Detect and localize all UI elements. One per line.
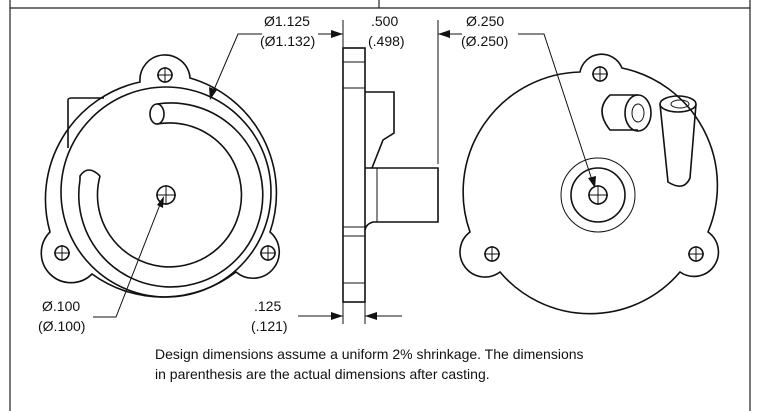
center-hole-icon <box>156 185 176 205</box>
front-view <box>40 33 280 318</box>
isometric-view <box>459 33 720 315</box>
bolt-hole-icon <box>688 246 704 262</box>
bolt-hole-icon <box>157 67 173 83</box>
bolt-hole-icon <box>260 245 276 261</box>
bolt-hole-icon <box>484 246 500 262</box>
note-line-2: in parenthesis are the actual dimensions… <box>155 366 490 382</box>
center-hole-icon <box>588 185 608 205</box>
hole-diameter-actual: (Ø.250) <box>461 33 508 49</box>
note-line-1: Design dimensions assume a uniform 2% sh… <box>155 346 584 362</box>
small-hole-actual: (Ø.100) <box>38 318 85 334</box>
width-actual: (.498) <box>368 33 405 49</box>
flange-thickness-actual: (.121) <box>251 318 288 334</box>
outer-diameter-design: Ø1.125 <box>264 13 310 29</box>
flange-thickness-design: .125 <box>254 298 281 314</box>
drawing-frame <box>9 0 751 411</box>
small-hole-design: Ø.100 <box>42 298 80 314</box>
hole-diameter-design: Ø.250 <box>466 13 504 29</box>
side-view <box>298 20 462 324</box>
outer-diameter-actual: (Ø1.132) <box>260 33 315 49</box>
bolt-hole-icon <box>54 245 70 261</box>
bolt-hole-icon <box>592 66 608 82</box>
width-design: .500 <box>371 13 398 29</box>
